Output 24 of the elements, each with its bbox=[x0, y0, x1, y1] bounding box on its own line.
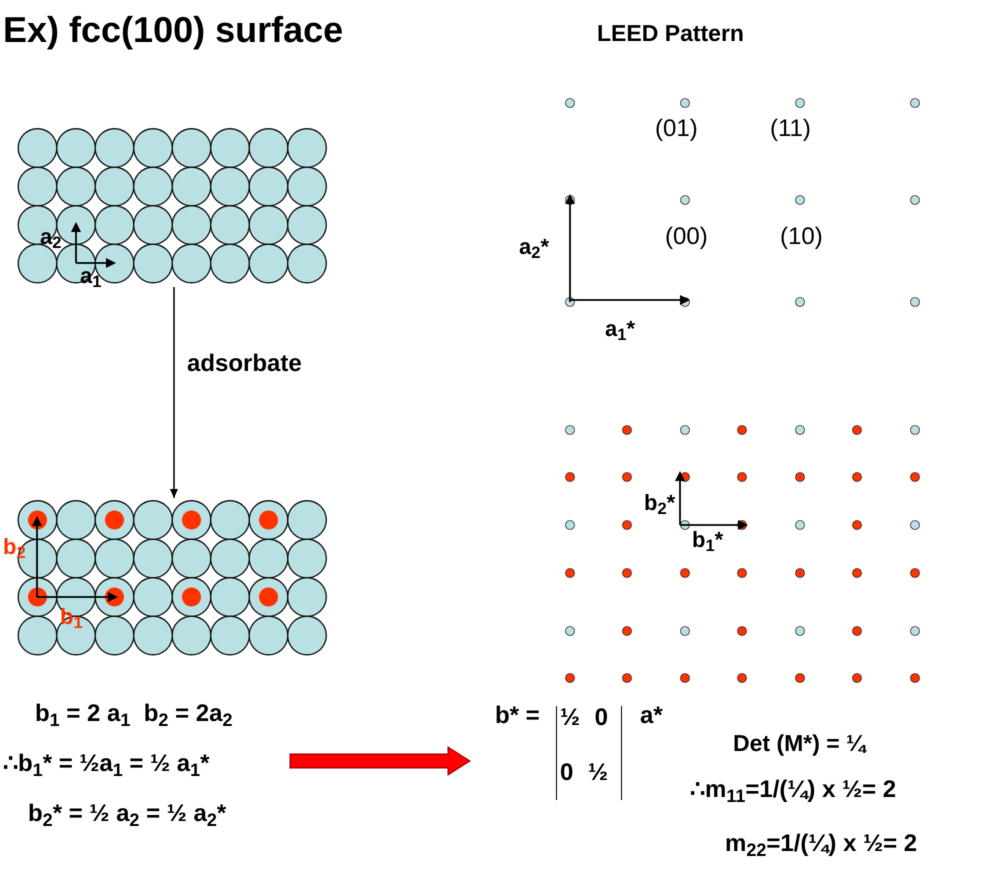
vector-label: b$_{1}$* bbox=[692, 529, 724, 551]
title: Ex) fcc(100) surface bbox=[3, 12, 344, 48]
equation: ∴m$_{11}$=1/(¼) x ½= 2 bbox=[690, 778, 896, 802]
equation: b$_{2}$* = ½ a$_{2}$ = ½ a$_{2}$* bbox=[28, 802, 226, 826]
equation: a* bbox=[640, 704, 663, 728]
spot-index: (11) bbox=[770, 117, 811, 141]
atom-lattice-drawing bbox=[17, 128, 327, 285]
vector-label: b$_{2}$* bbox=[644, 492, 676, 514]
equation: Det (M*) = ¼ bbox=[733, 732, 866, 755]
matrix-row: 0 ½ bbox=[560, 761, 608, 785]
spot-index: (00) bbox=[665, 225, 708, 249]
vector-label: a$_{1}$* bbox=[605, 318, 635, 340]
equation: b* = bbox=[495, 704, 540, 728]
matrix-row: ½ 0 bbox=[560, 706, 608, 730]
spot-index: (01) bbox=[655, 117, 698, 141]
equation: b$_{1}$ = 2 a$_{1}$ b$_{2}$ = 2a$_{2}$ bbox=[35, 702, 232, 726]
spot-index: (10) bbox=[780, 225, 823, 249]
atom-lattice-drawing bbox=[17, 500, 327, 657]
equation: ∴b$_{1}$* = ½a$_{1}$ = ½ a$_{1}$* bbox=[3, 752, 210, 776]
block-arrow bbox=[290, 746, 471, 776]
arrow bbox=[170, 287, 178, 498]
equation: m$_{22}$=1/(¼) x ½= 2 bbox=[725, 832, 918, 856]
heading: LEED Pattern bbox=[597, 22, 744, 45]
vector-label: a$_{2}$* bbox=[519, 236, 549, 258]
